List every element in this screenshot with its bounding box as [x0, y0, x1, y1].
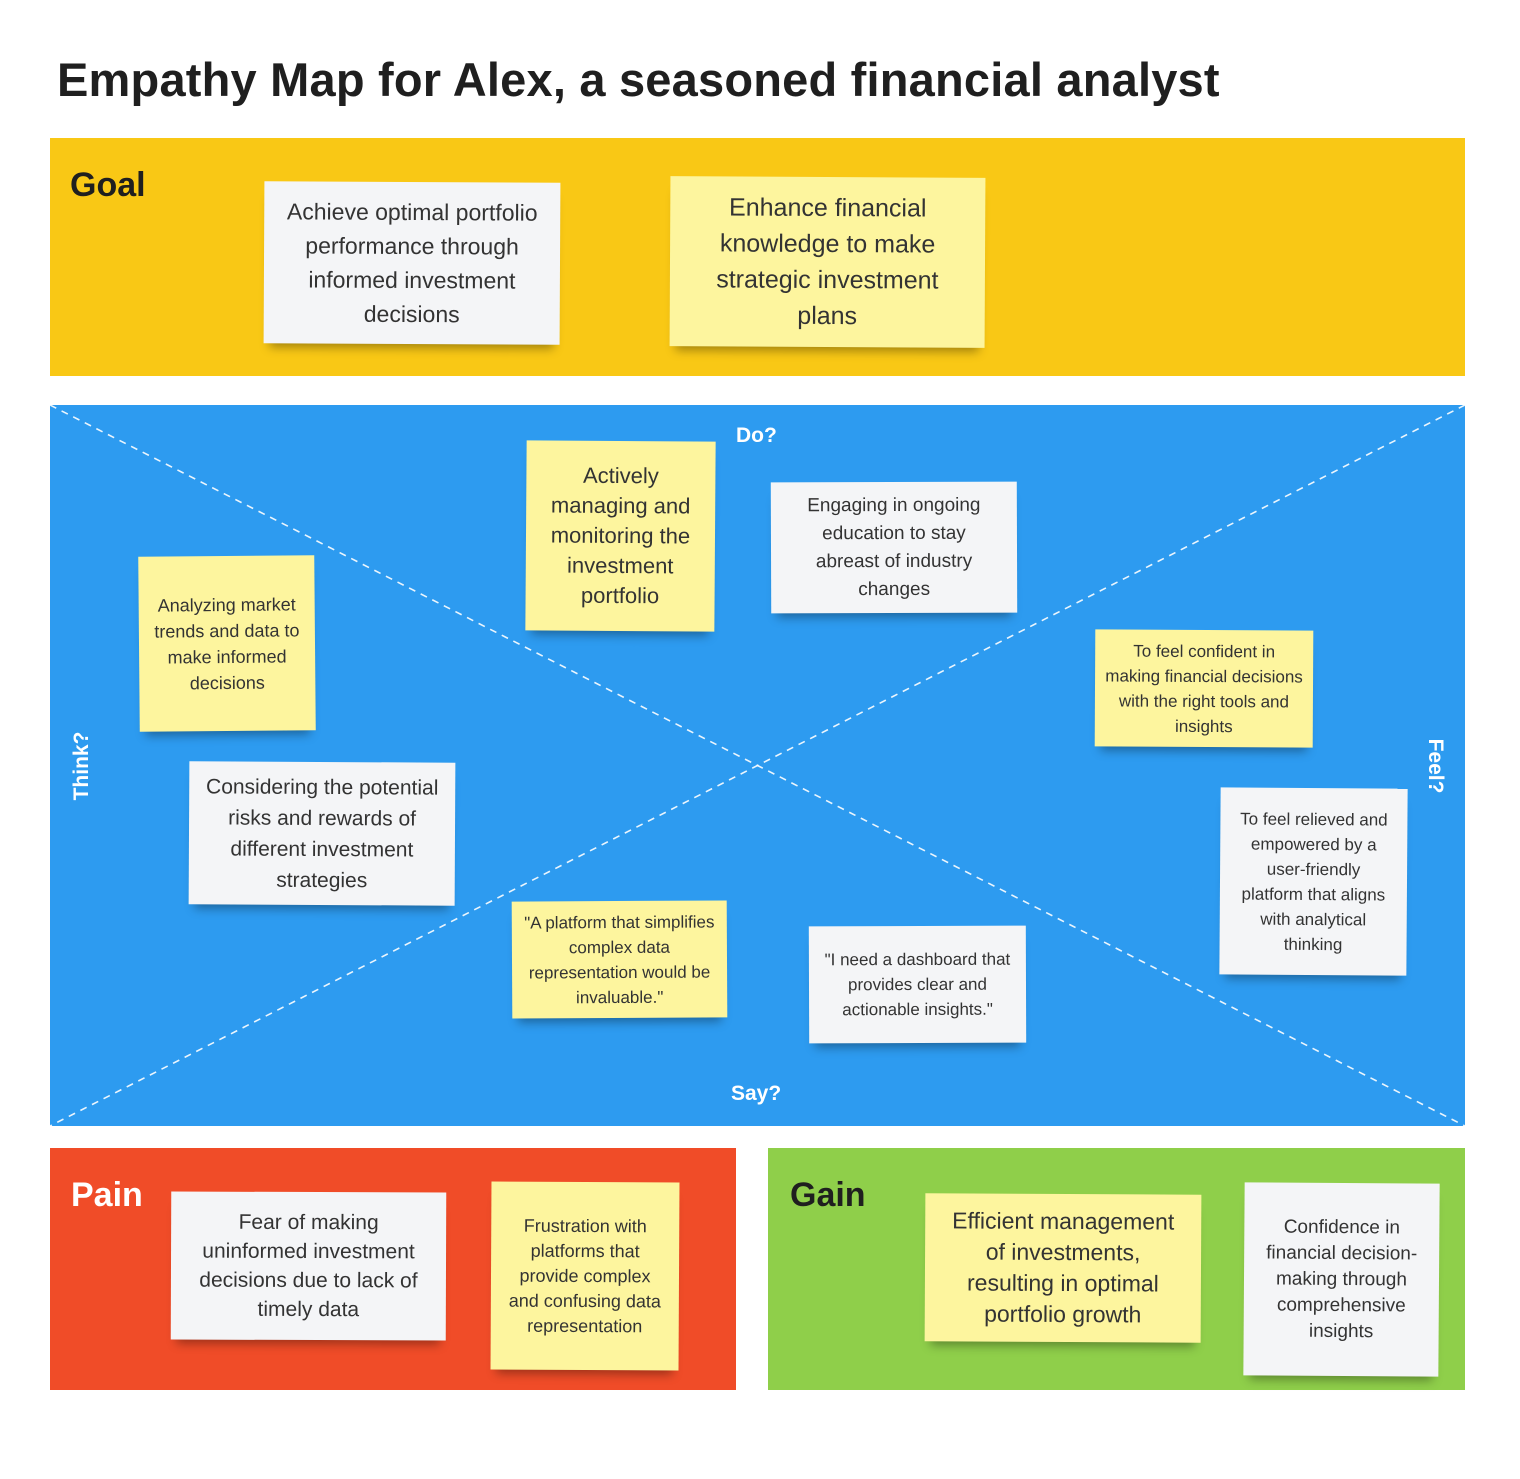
- sticky-note[interactable]: To feel relieved and empowered by a user…: [1219, 787, 1408, 976]
- diagonal-dividers: [50, 405, 1465, 1126]
- feel-label: Feel?: [1424, 738, 1447, 794]
- say-label: Say?: [731, 1082, 782, 1105]
- sticky-note[interactable]: Considering the potential risks and rewa…: [188, 761, 456, 906]
- sticky-note[interactable]: Enhance financial knowledge to make stra…: [669, 176, 986, 348]
- empathy-map-section: Do? Say? Think? Feel? Actively managing …: [50, 405, 1465, 1126]
- note-text: Achieve optimal portfolio performance th…: [286, 198, 538, 328]
- sticky-note[interactable]: "I need a dashboard that provides clear …: [808, 925, 1027, 1044]
- note-text: Frustration with platforms that provide …: [508, 1215, 661, 1336]
- sticky-note[interactable]: "A platform that simplifies complex data…: [511, 900, 728, 1019]
- gain-section: Gain Efficient management of investments…: [768, 1148, 1465, 1390]
- sticky-note[interactable]: Analyzing market trends and data to make…: [138, 555, 316, 732]
- sticky-note[interactable]: Engaging in ongoing education to stay ab…: [770, 481, 1018, 614]
- sticky-note[interactable]: Efficient management of investments, res…: [924, 1193, 1202, 1343]
- note-text: Confidence in financial decision-making …: [1266, 1216, 1418, 1342]
- sticky-note[interactable]: Achieve optimal portfolio performance th…: [263, 181, 561, 345]
- pain-section: Pain Fear of making uninformed investmen…: [50, 1148, 736, 1390]
- note-text: Considering the potential risks and rewa…: [206, 774, 439, 892]
- goal-section: Goal Achieve optimal portfolio performan…: [50, 138, 1465, 376]
- do-label: Do?: [736, 424, 777, 447]
- note-text: "A platform that simplifies complex data…: [524, 912, 715, 1007]
- note-text: To feel relieved and empowered by a user…: [1240, 808, 1388, 954]
- pain-label: Pain: [71, 1176, 143, 1214]
- sticky-note[interactable]: Frustration with platforms that provide …: [490, 1181, 680, 1371]
- note-text: To feel confident in making financial de…: [1105, 641, 1303, 736]
- sticky-note[interactable]: To feel confident in making financial de…: [1094, 629, 1314, 748]
- note-text: Analyzing market trends and data to make…: [154, 593, 300, 693]
- sticky-note[interactable]: Actively managing and monitoring the inv…: [525, 440, 716, 632]
- note-text: Fear of making uninformed investment dec…: [199, 1210, 418, 1322]
- sticky-note[interactable]: Confidence in financial decision-making …: [1243, 1182, 1440, 1377]
- page-title: Empathy Map for Alex, a seasoned financi…: [57, 53, 1220, 106]
- sticky-note[interactable]: Fear of making uninformed investment dec…: [170, 1191, 447, 1341]
- think-label: Think?: [70, 731, 93, 801]
- gain-label: Gain: [790, 1176, 866, 1214]
- note-text: Actively managing and monitoring the inv…: [550, 462, 691, 609]
- goal-label: Goal: [70, 166, 146, 204]
- note-text: Engaging in ongoing education to stay ab…: [807, 494, 981, 600]
- note-text: "I need a dashboard that provides clear …: [824, 949, 1011, 1020]
- note-text: Efficient management of investments, res…: [952, 1207, 1175, 1328]
- note-text: Enhance financial knowledge to make stra…: [716, 193, 939, 331]
